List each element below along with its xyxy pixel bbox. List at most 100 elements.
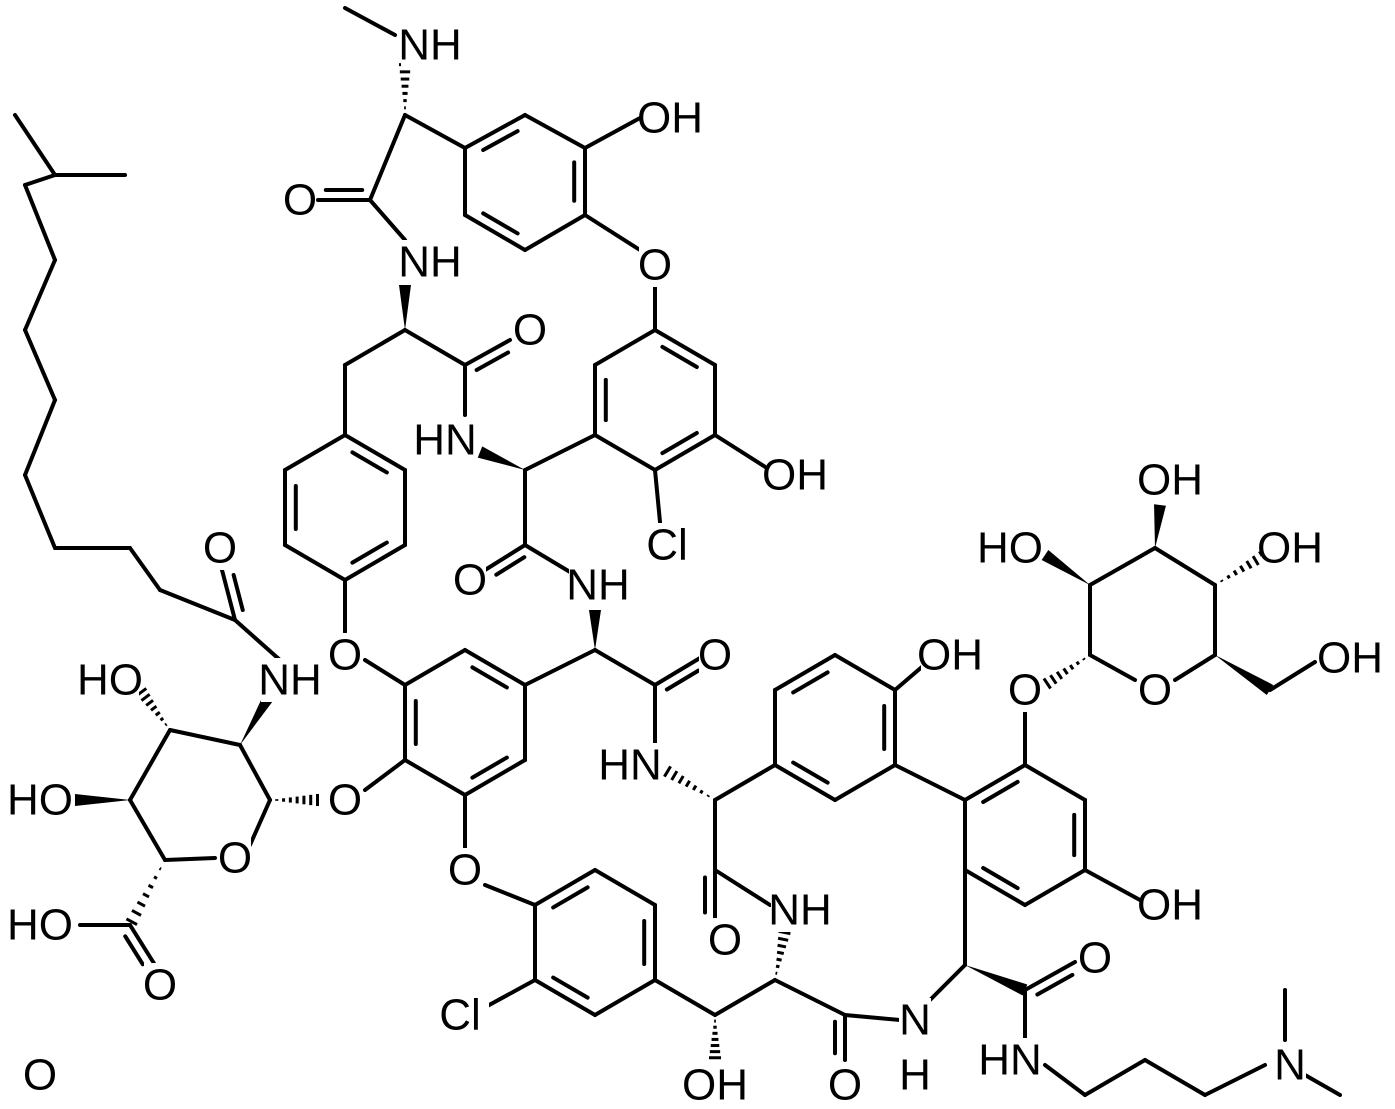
bond xyxy=(233,618,282,662)
bond xyxy=(163,856,217,862)
aromatic-inner-bond xyxy=(791,670,830,695)
wedge-bond xyxy=(589,610,601,650)
double-bond-inner xyxy=(231,572,245,612)
atom-label-text: HN xyxy=(413,416,477,465)
hashed-bond xyxy=(147,883,154,890)
aromatic-inner-bond xyxy=(981,866,1020,891)
aromatic-bond xyxy=(593,978,657,1017)
bond xyxy=(483,883,537,907)
atom-label: HO xyxy=(77,656,143,705)
double-bond-inner xyxy=(494,555,527,577)
aromatic-bond xyxy=(523,113,587,150)
hashed-bond xyxy=(1069,664,1075,671)
bond xyxy=(653,468,662,524)
bond xyxy=(1153,546,1217,587)
bond xyxy=(653,978,717,1017)
wedge-bond xyxy=(399,285,411,330)
atom-label-text: OH xyxy=(1257,524,1323,573)
aromatic-bond xyxy=(283,433,347,472)
atom-label: NH xyxy=(566,561,630,610)
hashed-bond xyxy=(1055,670,1064,680)
hashed-bond xyxy=(1251,555,1260,566)
atom-label: Cl xyxy=(638,521,696,570)
bond xyxy=(23,473,57,550)
hashed-bond xyxy=(1062,667,1069,675)
atom-label: OH xyxy=(1317,634,1383,683)
bond xyxy=(128,728,172,802)
atom-label: O xyxy=(708,916,742,965)
hashed-bond xyxy=(699,789,704,795)
atom-label: HN xyxy=(978,1036,1042,1085)
bond xyxy=(1083,868,1142,902)
aromatic-bond xyxy=(403,758,467,797)
bond xyxy=(368,198,407,242)
double-bond-inner xyxy=(1035,972,1075,997)
atom-label-text: O xyxy=(638,241,672,290)
atom-label-text: O xyxy=(698,631,732,680)
bond xyxy=(1303,1073,1342,1097)
atom-label: Cl xyxy=(431,991,489,1040)
hashed-bond xyxy=(158,867,162,871)
atom-label: O xyxy=(328,776,362,825)
hashed-bond xyxy=(125,917,138,926)
atom-label: O xyxy=(1008,666,1042,715)
atom-label-text: HO xyxy=(77,656,143,705)
hashed-bond xyxy=(140,693,151,702)
aromatic-bond xyxy=(833,763,897,802)
bond xyxy=(403,113,467,150)
atom-label-text: O xyxy=(513,306,547,355)
hashed-bond xyxy=(1245,560,1253,570)
atom-label: O xyxy=(143,961,177,1010)
wedge-bond xyxy=(240,691,276,745)
aromatic-bond xyxy=(963,763,1027,802)
hashed-bond xyxy=(775,964,780,969)
bond xyxy=(1088,546,1157,587)
bond xyxy=(713,763,777,802)
atom-label: NH xyxy=(398,21,462,70)
atom-label-text: H xyxy=(899,1051,931,1100)
bonds-layer xyxy=(13,6,1342,1097)
aromatic-bond xyxy=(593,328,657,367)
aromatic-inner-bond xyxy=(660,344,699,369)
aromatic-bond xyxy=(653,328,717,367)
hashed-bond xyxy=(777,943,787,949)
aromatic-bond xyxy=(833,653,897,692)
atom-label: O xyxy=(218,834,252,883)
hashed-bond xyxy=(776,957,782,962)
wedge-bond xyxy=(477,446,525,470)
hashed-bond xyxy=(1220,579,1224,583)
atom-label: HO xyxy=(7,901,73,950)
atom-label: OH xyxy=(682,1061,748,1109)
bond xyxy=(238,743,272,802)
hashed-bond xyxy=(1075,660,1080,666)
atom-label-text: N xyxy=(1274,1041,1306,1090)
bond xyxy=(363,758,407,792)
atom-label-text: OH xyxy=(682,1061,748,1109)
aromatic-inner-bond xyxy=(481,129,520,153)
bond xyxy=(523,543,577,577)
hashed-bond xyxy=(1226,574,1231,580)
atom-label: O xyxy=(828,1061,862,1109)
bond xyxy=(343,328,407,367)
aromatic-bond xyxy=(773,653,837,692)
atom-label: OH xyxy=(917,631,983,680)
atom-label-text: NH xyxy=(566,561,630,610)
atom-label-text: OH xyxy=(637,94,703,143)
aromatic-inner-bond xyxy=(470,755,509,780)
aromatic-inner-bond xyxy=(981,779,1020,804)
bond xyxy=(248,798,272,847)
bond xyxy=(523,648,597,687)
aromatic-inner-bond xyxy=(481,211,520,236)
atom-label-text: HO xyxy=(977,524,1043,573)
aromatic-inner-bond xyxy=(350,450,389,475)
atom-label: OH xyxy=(1137,881,1203,930)
aromatic-bond xyxy=(343,433,407,472)
hashed-bond xyxy=(692,784,698,791)
aromatic-inner-bond xyxy=(350,540,389,565)
bond xyxy=(593,648,657,687)
double-bond xyxy=(463,338,512,367)
bond xyxy=(23,328,57,402)
bond xyxy=(368,113,407,202)
atom-label-text: O xyxy=(1008,666,1042,715)
